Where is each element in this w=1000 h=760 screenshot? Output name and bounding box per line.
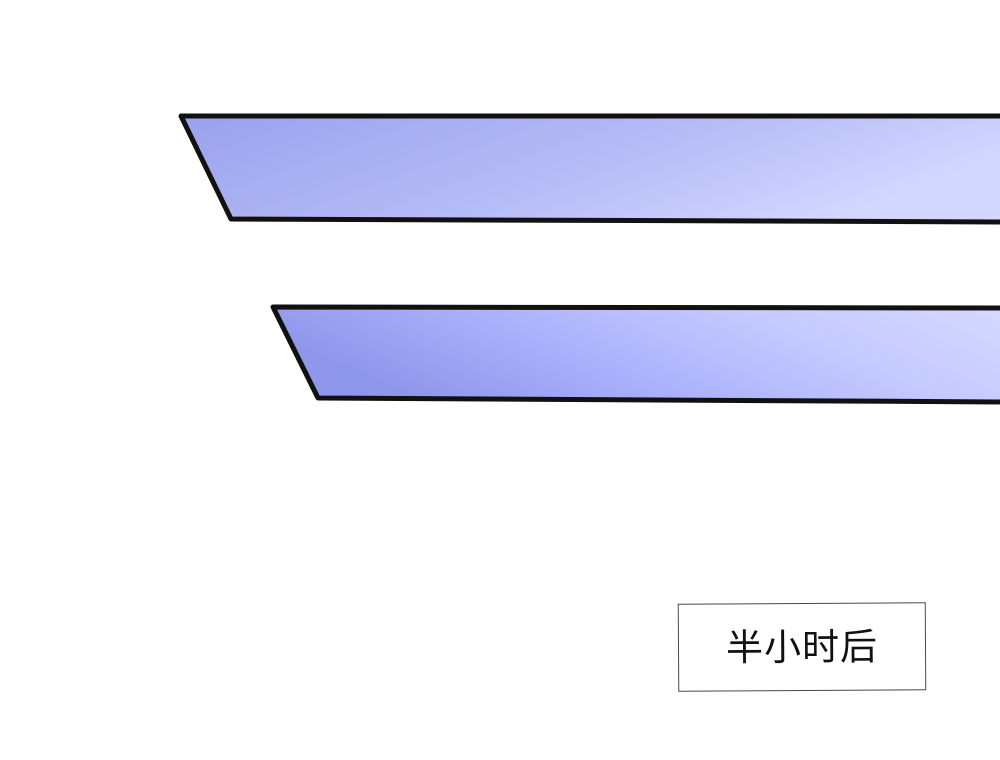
caption-box: 半小时后: [677, 602, 927, 692]
bottom-speed-bar: [270, 304, 1000, 405]
caption-text: 半小时后: [725, 625, 879, 669]
top-speed-bar: [178, 113, 1000, 225]
